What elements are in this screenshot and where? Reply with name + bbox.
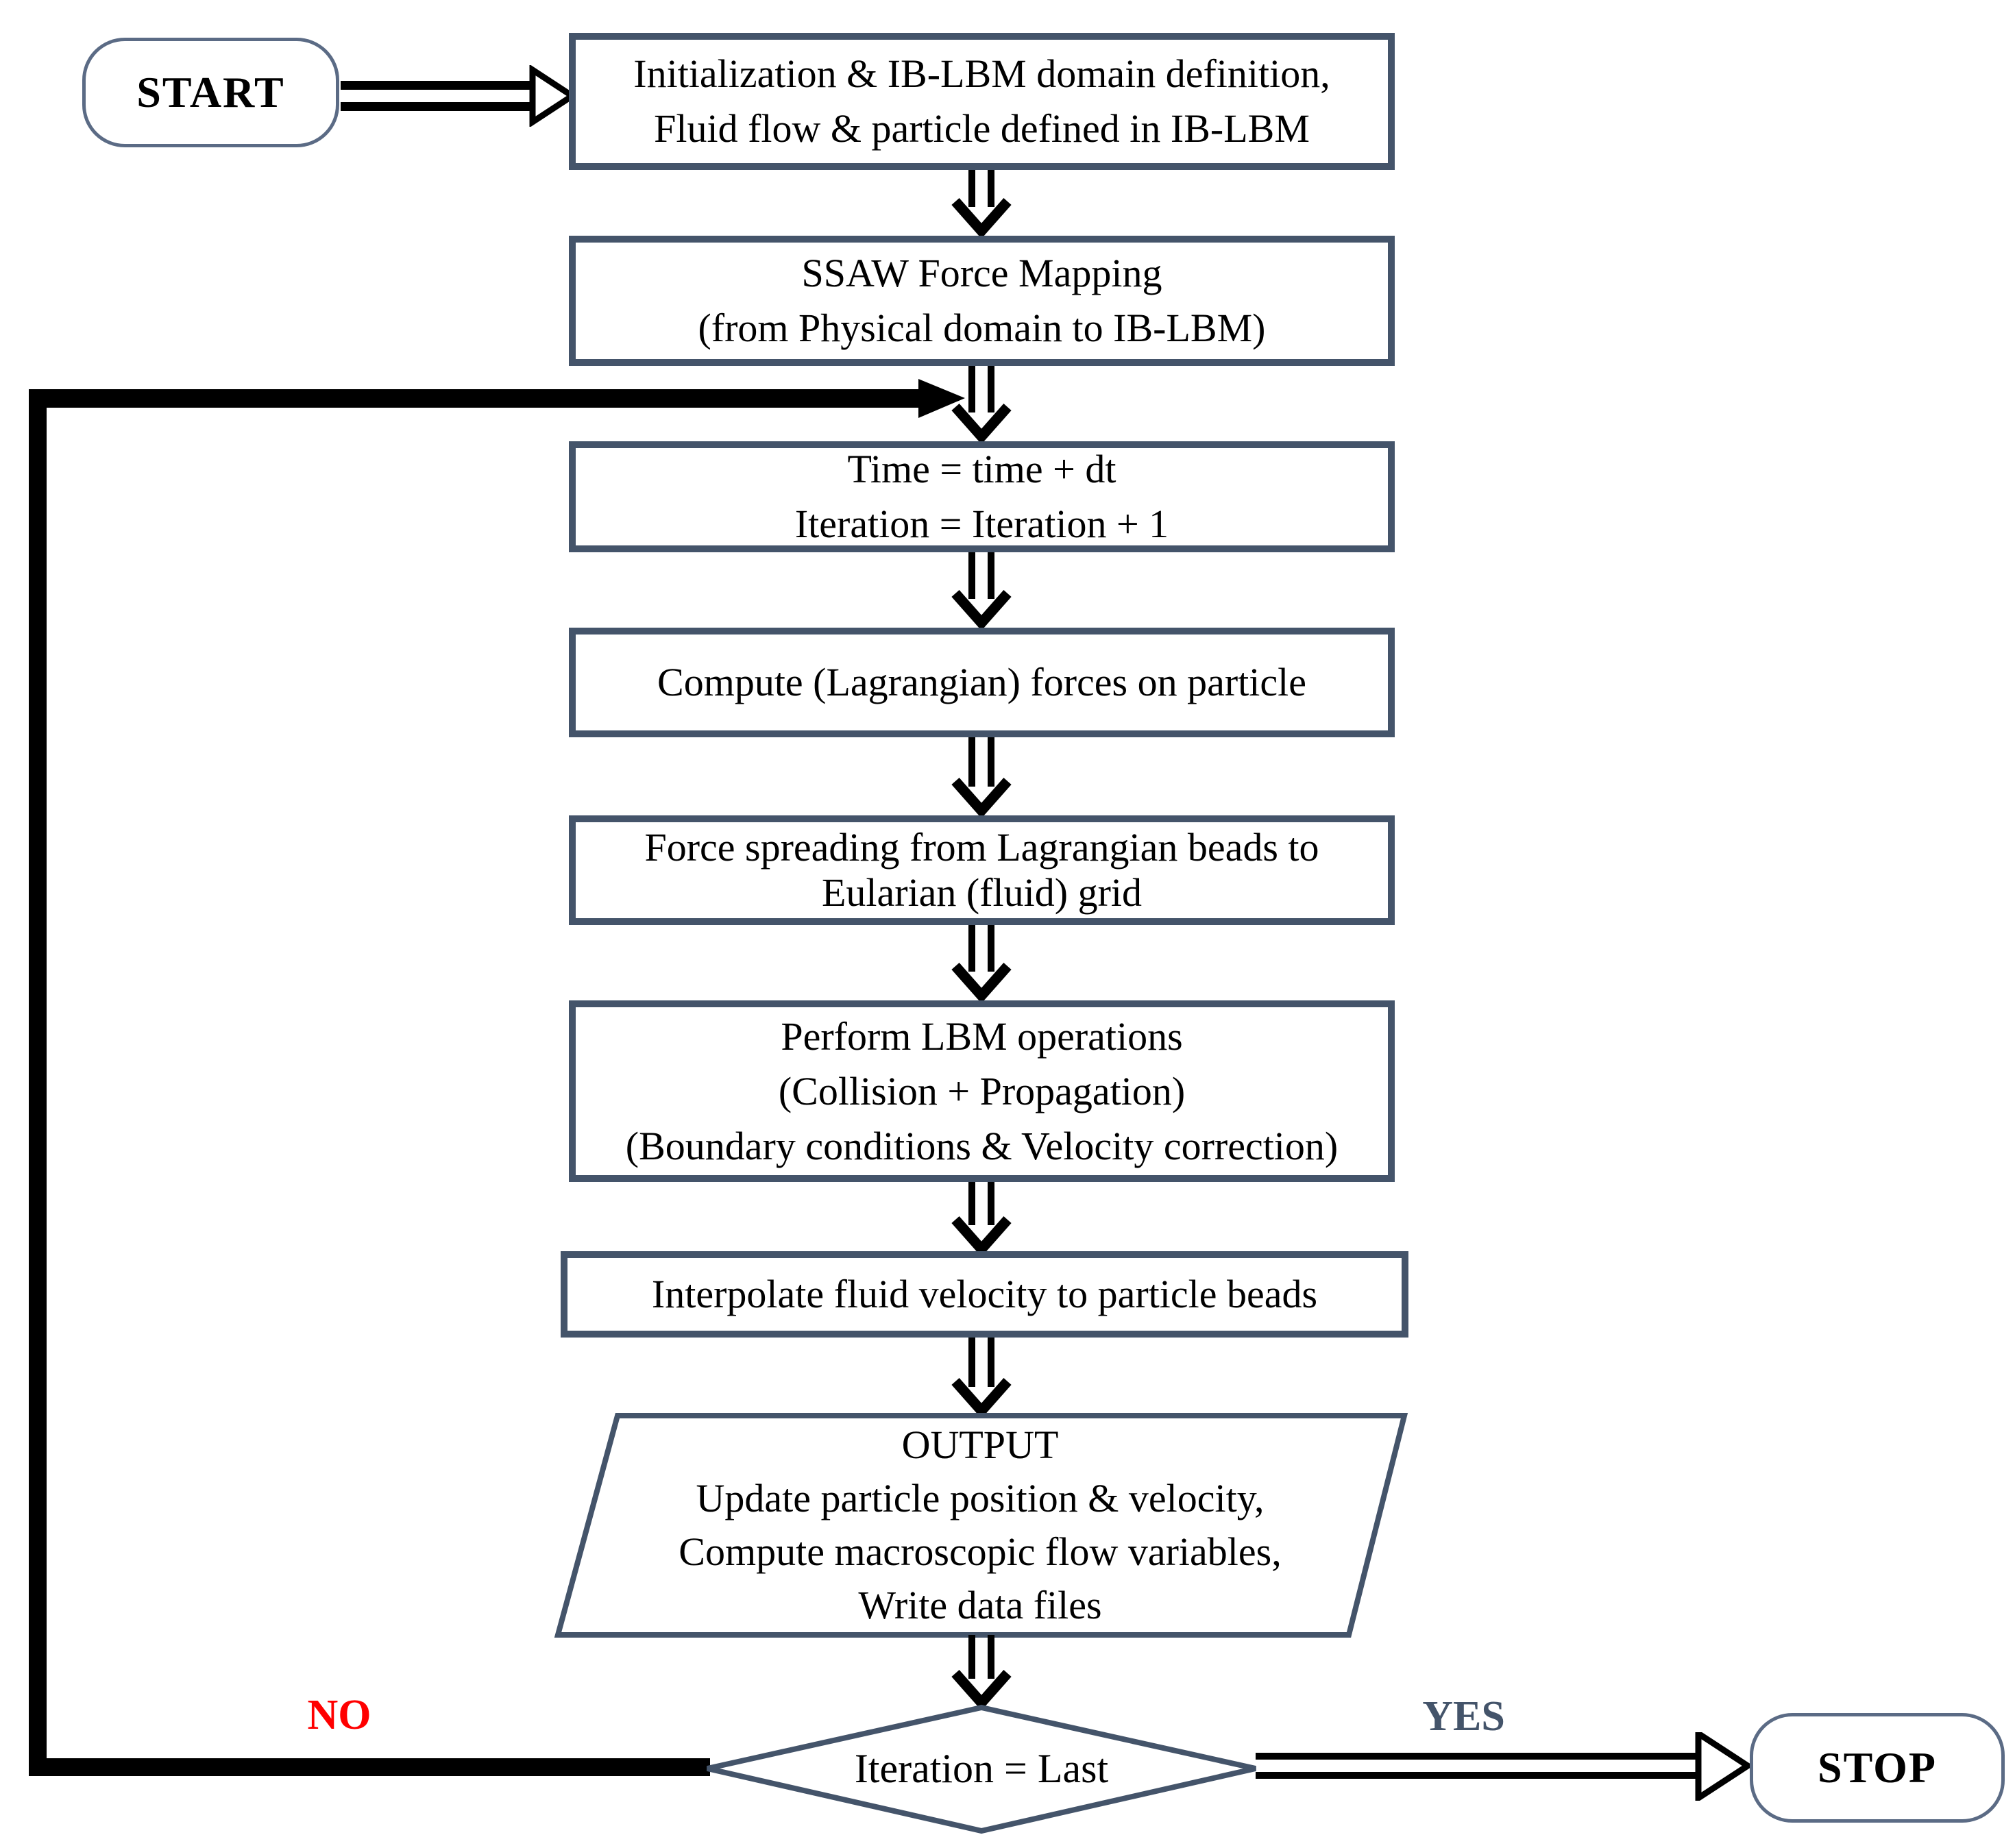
no-branch-label: NO <box>307 1692 371 1738</box>
process-ssaw-force-mapping: SSAW Force Mapping (from Physical domain… <box>569 236 1395 366</box>
down-arrow-icon <box>951 737 1012 815</box>
loop-arrowhead-icon <box>918 379 965 418</box>
down-arrow-icon <box>951 1338 1012 1416</box>
start-terminator: START <box>82 38 339 147</box>
output-line: Write data files <box>858 1583 1102 1627</box>
decision-label: Iteration = Last <box>854 1746 1109 1791</box>
yes-branch-label: YES <box>1422 1693 1505 1740</box>
output-line: Update particle position & velocity, <box>696 1476 1265 1520</box>
process-compute-forces: Compute (Lagrangian) forces on particle <box>569 628 1395 737</box>
process-lbm-operations: Perform LBM operations (Collision + Prop… <box>569 1000 1395 1182</box>
down-arrow-icon <box>951 170 1012 236</box>
process-line: Eularian (fluid) grid <box>821 870 1143 915</box>
process-time-update: Time = time + dt Iteration = Iteration +… <box>569 441 1395 552</box>
process-initialization: Initialization & IB-LBM domain definitio… <box>569 33 1395 170</box>
process-line: (Collision + Propagation) <box>778 1068 1186 1113</box>
stop-label: STOP <box>1818 1743 1937 1792</box>
output-line: OUTPUT <box>901 1422 1059 1467</box>
output-text: OUTPUT Update particle position & veloci… <box>569 1420 1391 1631</box>
process-force-spreading: Force spreading from Lagrangian beads to… <box>569 815 1395 925</box>
process-line: Force spreading from Lagrangian beads to <box>644 825 1319 870</box>
process-line: (from Physical domain to IB-LBM) <box>698 306 1266 350</box>
down-arrow-icon <box>951 925 1012 1000</box>
output-line: Compute macroscopic flow variables, <box>679 1529 1282 1574</box>
process-line: (Boundary conditions & Velocity correcti… <box>625 1123 1339 1168</box>
start-arrow-icon <box>341 65 577 127</box>
down-arrow-icon <box>951 552 1012 628</box>
loop-line-bottom <box>29 1758 710 1776</box>
process-line: Iteration = Iteration + 1 <box>794 502 1169 546</box>
down-arrow-icon <box>951 366 1012 441</box>
process-line: Initialization & IB-LBM domain definitio… <box>633 51 1330 96</box>
start-label: START <box>136 68 285 116</box>
loop-line-left <box>29 389 47 1776</box>
process-line: Compute (Lagrangian) forces on particle <box>657 660 1306 704</box>
output-parallelogram <box>554 1413 1408 1638</box>
stop-terminator: STOP <box>1750 1713 2005 1823</box>
decision-diamond <box>707 1704 1256 1834</box>
down-arrow-icon <box>951 1182 1012 1254</box>
process-line: Interpolate fluid velocity to particle b… <box>651 1272 1318 1316</box>
process-line: Fluid flow & particle defined in IB-LBM <box>654 106 1310 151</box>
process-line: Perform LBM operations <box>781 1013 1183 1059</box>
loop-line-top <box>29 389 918 408</box>
yes-arrow-icon <box>1256 1732 1753 1801</box>
process-line: Time = time + dt <box>847 447 1116 491</box>
process-line: SSAW Force Mapping <box>801 251 1162 295</box>
down-arrow-icon <box>951 1635 1012 1708</box>
process-interpolate-velocity: Interpolate fluid velocity to particle b… <box>561 1251 1408 1338</box>
